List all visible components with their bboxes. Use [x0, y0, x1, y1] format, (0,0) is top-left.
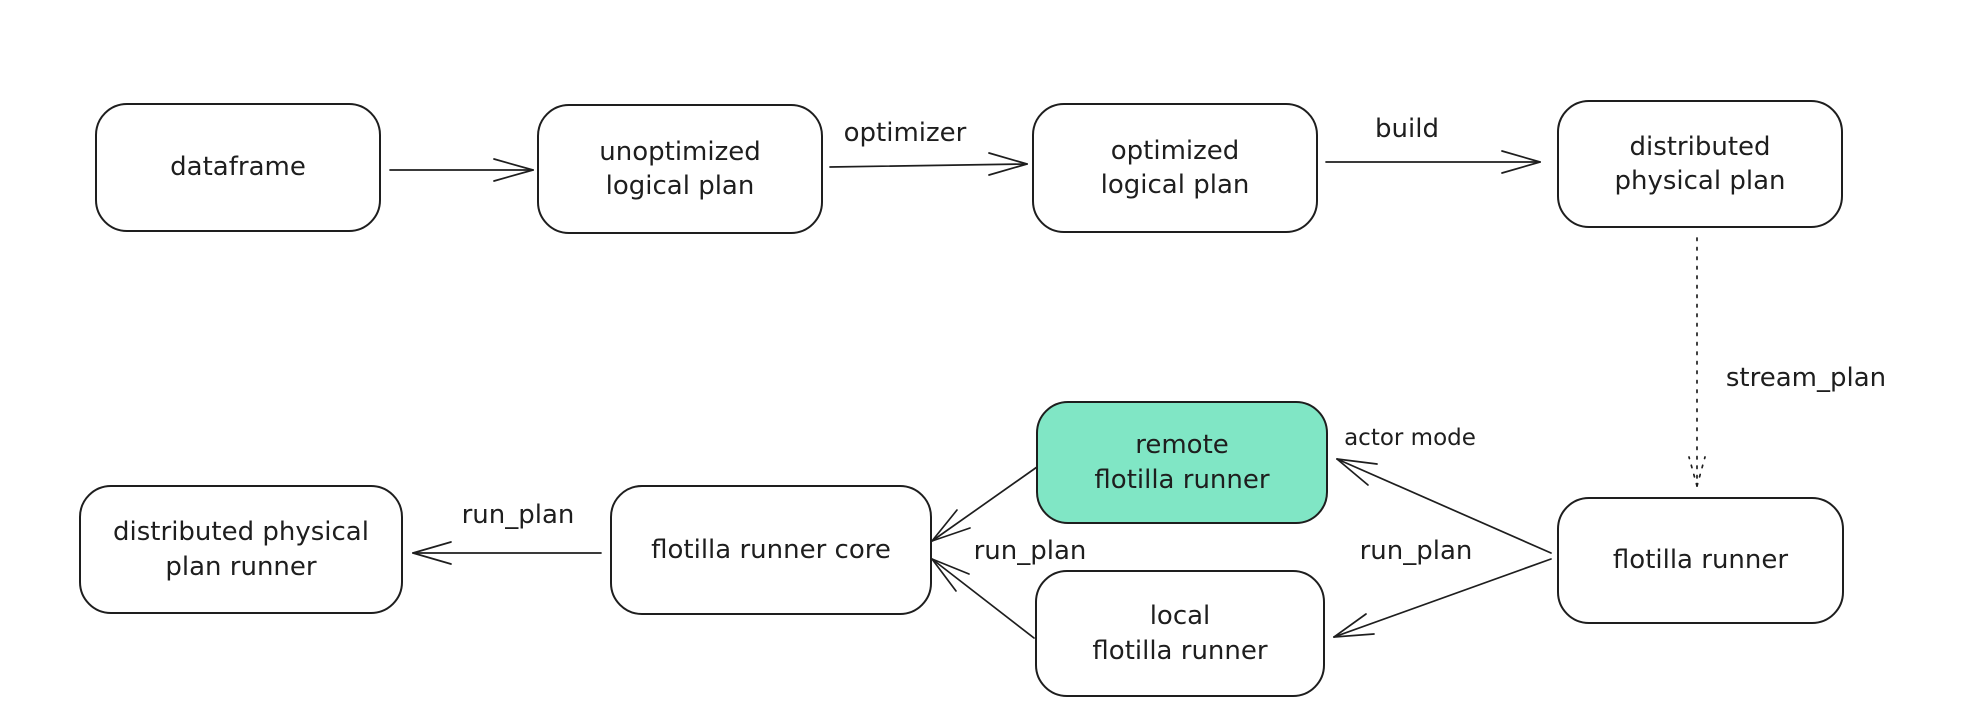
- node-flotilla-runner: flotilla runner: [1557, 497, 1844, 624]
- arrow-flotilla-runner-to-remote: [1336, 458, 1552, 554]
- node-dataframe-label: dataframe: [170, 152, 306, 183]
- node-optimized-logical-plan-label: optimized logical plan: [1100, 135, 1250, 200]
- arrow-remote-to-core: [931, 466, 1038, 542]
- edge-label-stream-plan: stream_plan: [1725, 363, 1887, 393]
- node-dataframe: dataframe: [95, 103, 381, 232]
- node-remote-flotilla-runner-label: remote flotilla runner: [1094, 430, 1270, 495]
- edge-label-optimizer: optimizer: [843, 118, 967, 148]
- edge-label-run-plan-core-to-plan-runner: run_plan: [461, 500, 575, 530]
- node-local-flotilla-runner: local flotilla runner: [1035, 570, 1325, 697]
- arrow-optimizer: [829, 152, 1028, 176]
- edge-label-run-plan-from-flotilla-runner: run_plan: [1359, 536, 1473, 566]
- edge-label-run-plan-to-core: run_plan: [973, 536, 1087, 566]
- node-distributed-physical-plan-label: distributed physical plan: [1614, 131, 1786, 196]
- arrow-core-to-plan-runner: [412, 541, 602, 565]
- arrow-local-to-core: [931, 558, 1035, 639]
- node-distributed-physical-plan-runner: distributed physical plan runner: [79, 485, 403, 614]
- node-flotilla-runner-core: flotilla runner core: [610, 485, 932, 615]
- node-unoptimized-logical-plan: unoptimized logical plan: [537, 104, 823, 234]
- node-distributed-physical-plan-runner-label: distributed physical plan runner: [113, 517, 369, 582]
- arrow-build: [1325, 150, 1541, 174]
- edge-label-actor-mode: actor mode: [1344, 425, 1476, 451]
- node-optimized-logical-plan: optimized logical plan: [1032, 103, 1318, 233]
- node-remote-flotilla-runner: remote flotilla runner: [1036, 401, 1328, 524]
- node-local-flotilla-runner-label: local flotilla runner: [1092, 601, 1268, 666]
- node-flotilla-runner-label: flotilla runner: [1612, 545, 1789, 576]
- arrow-stream-plan: [1688, 237, 1706, 487]
- node-flotilla-runner-core-label: flotilla runner core: [651, 534, 891, 565]
- edge-label-build: build: [1375, 114, 1439, 144]
- node-unoptimized-logical-plan-label: unoptimized logical plan: [599, 136, 761, 201]
- arrow-dataframe-to-unoptimized-logical-plan: [389, 158, 534, 182]
- node-distributed-physical-plan: distributed physical plan: [1557, 100, 1843, 228]
- arrow-flotilla-runner-to-local: [1333, 558, 1552, 638]
